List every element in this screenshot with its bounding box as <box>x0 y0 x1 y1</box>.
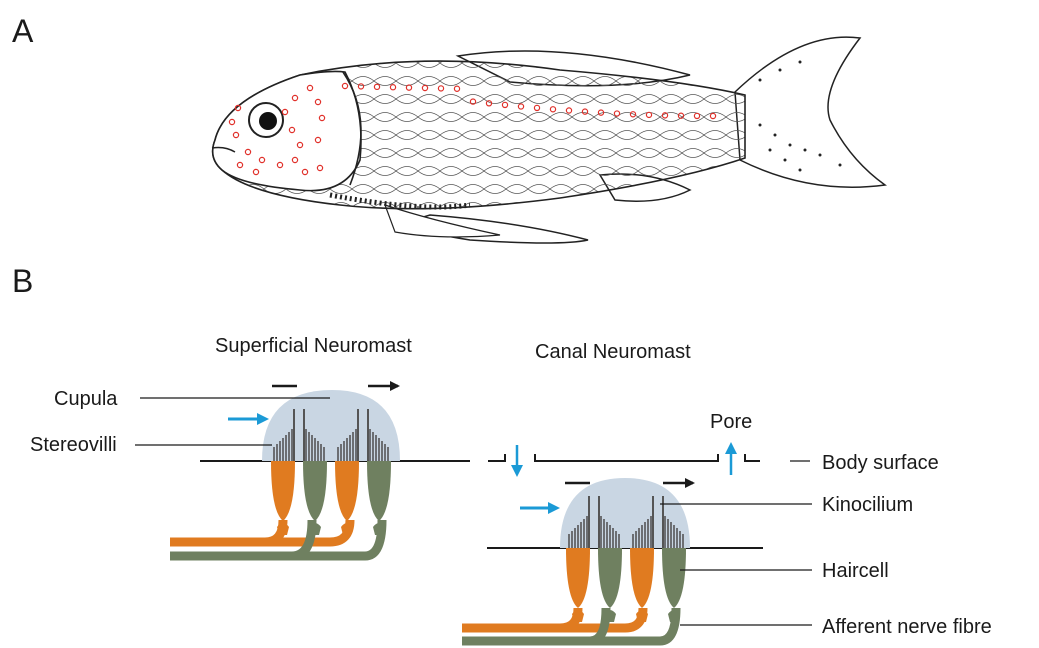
canal-neuromast <box>462 445 731 641</box>
fish-head <box>213 71 361 190</box>
haircell <box>367 461 391 521</box>
haircell <box>566 548 590 608</box>
canal-pore-right-edge <box>745 454 760 461</box>
haircell-label: Haircell <box>822 560 889 582</box>
haircell <box>662 548 686 608</box>
haircell <box>598 548 622 608</box>
panel-b-letter: B <box>12 263 33 299</box>
stereovilli-label: Stereovilli <box>30 434 117 456</box>
fish-drawing <box>212 37 885 243</box>
haircell <box>630 548 654 608</box>
canal-neuromast-title: Canal Neuromast <box>535 341 691 363</box>
cupula-label: Cupula <box>54 388 118 410</box>
haircell <box>271 461 295 521</box>
haircell <box>335 461 359 521</box>
canal-pore-left-edge <box>488 454 505 461</box>
pore-label: Pore <box>710 411 752 433</box>
tail-fin <box>735 37 885 187</box>
panel-a-letter: A <box>12 13 34 49</box>
superficial-neuromast-title: Superficial Neuromast <box>215 335 412 357</box>
kinocilium-label: Kinocilium <box>822 494 913 516</box>
superficial-neuromast <box>170 386 400 556</box>
haircell <box>303 461 327 521</box>
canal-roof <box>535 454 718 461</box>
pupil <box>259 112 277 130</box>
body-surface-label: Body surface <box>822 452 939 474</box>
afferent-label: Afferent nerve fibre <box>822 616 992 638</box>
